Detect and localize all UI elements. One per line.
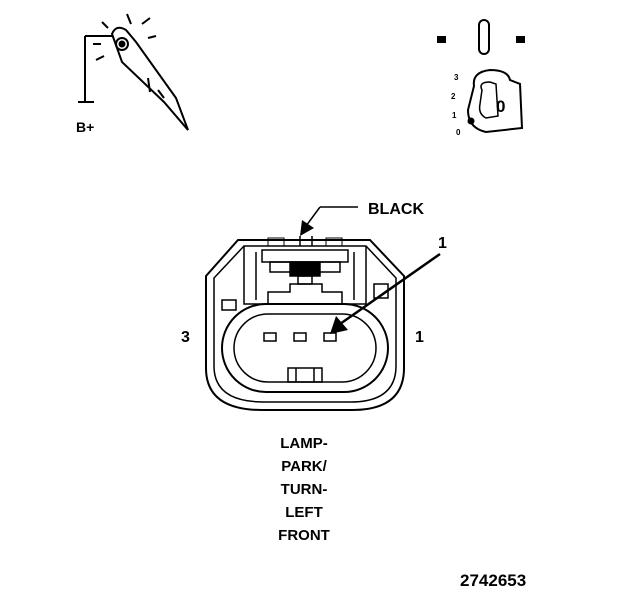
caption-line: LEFT [285,504,323,521]
connector-face [205,236,405,411]
ignition-position-3: 3 [454,73,459,82]
caption-line: TURN- [280,481,328,498]
figure-number: 2742653 [460,571,527,590]
pin-callout-label: 1 [438,235,447,252]
caption-line: LAMP- [280,435,328,452]
terminal-pin-2 [293,332,307,342]
terminal-pin-1 [323,332,337,342]
ignition-position-0: 0 [456,128,461,137]
ignition-position-2: 2 [451,92,456,101]
ignition-key-label: 0 [496,97,505,116]
ignition-position-1: 1 [452,111,457,120]
test-light-icon [78,13,189,131]
pin-callout-arrow [330,252,441,334]
caption-line: FRONT [278,527,330,544]
supply-label: B+ [76,119,94,135]
connector-color-label: BLACK [368,201,424,218]
color-leader-arrow [300,206,358,236]
pin-right-label: 1 [415,329,424,346]
caption-line: PARK/ [281,458,327,475]
terminal-pin-3 [263,332,277,342]
connector-caption: LAMP- PARK/ TURN- LEFT FRONT [240,432,368,547]
ignition-switch-icon [437,19,525,134]
pin-left-label: 3 [181,329,190,346]
